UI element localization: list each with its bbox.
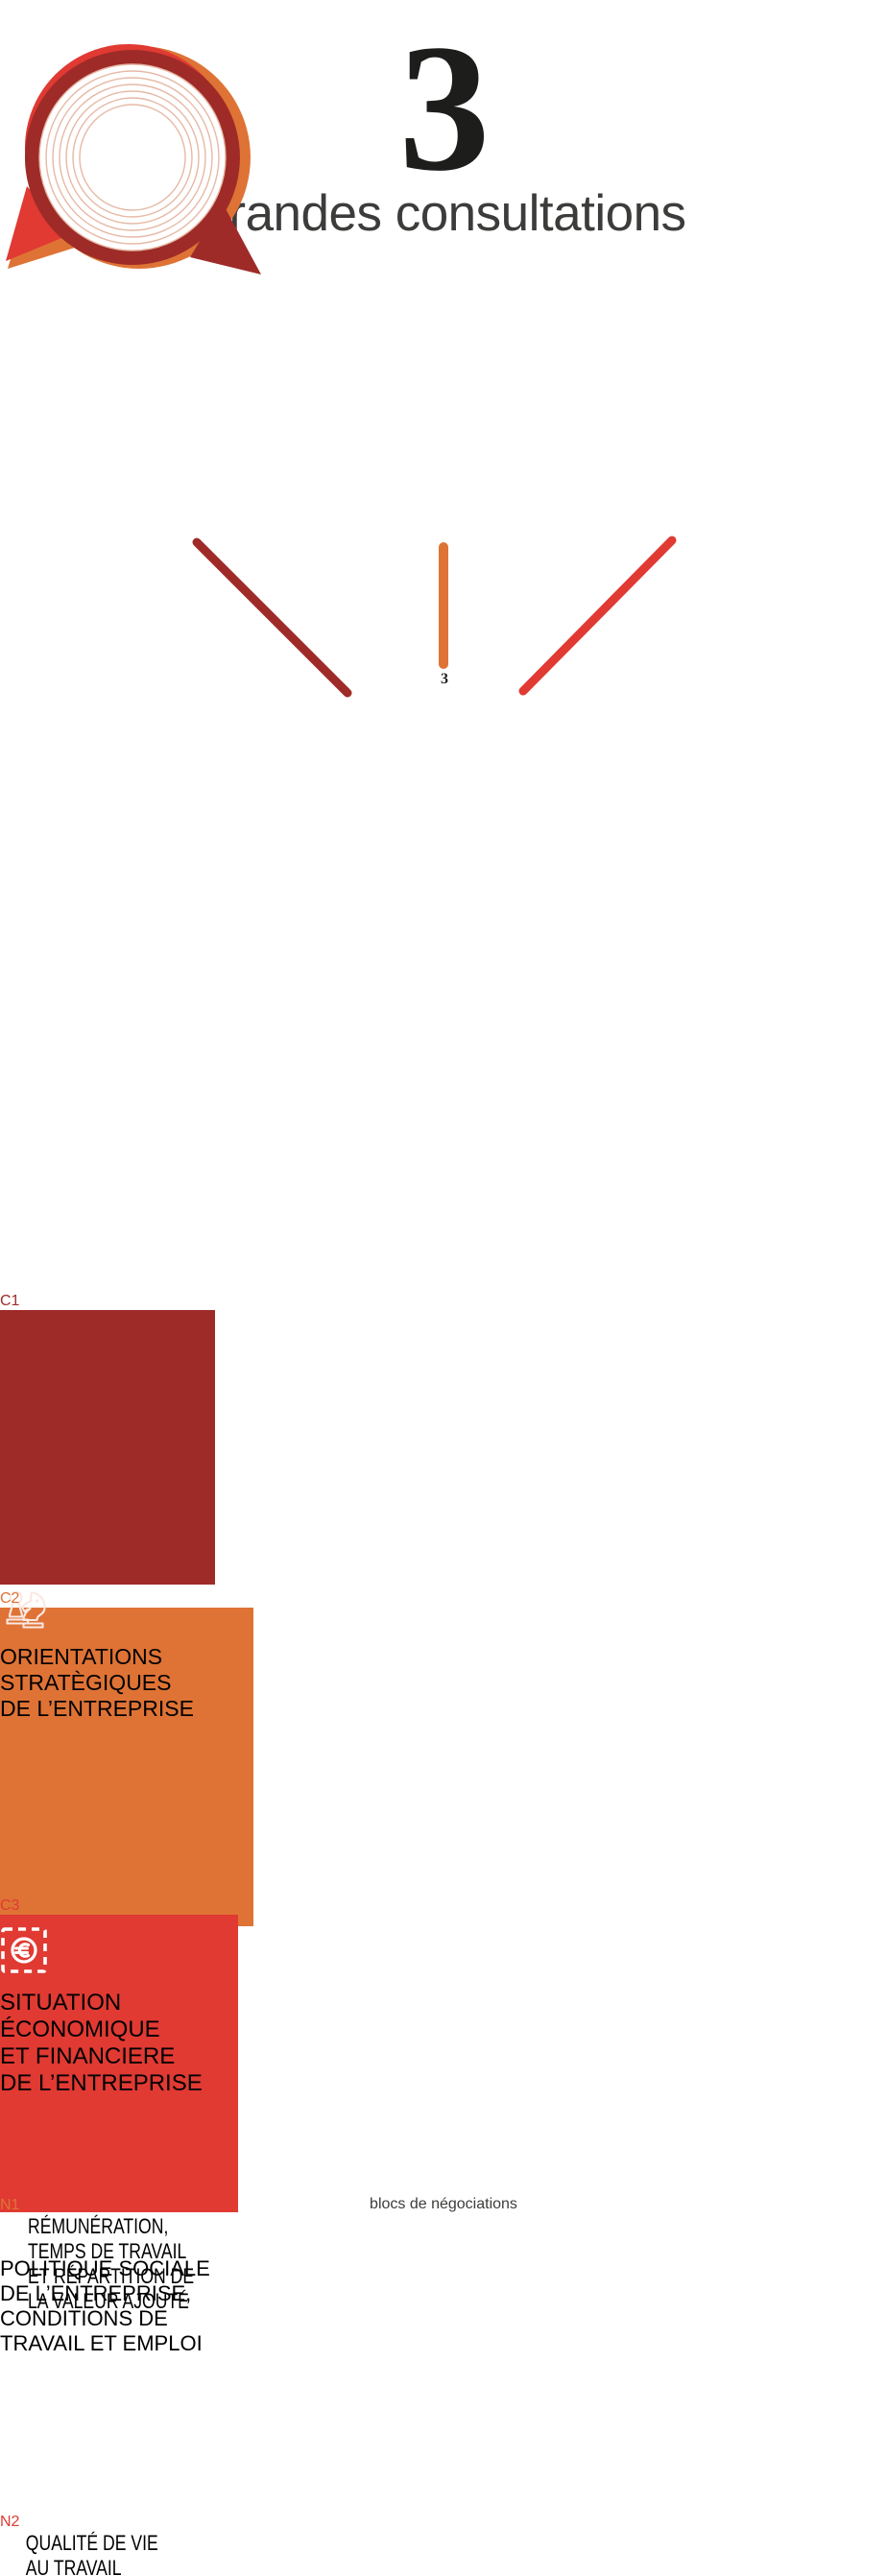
chess-knight-icon [0,1590,52,1638]
node-label-c1: C1 [0,1293,20,1309]
bubble-shape-n3 [24,50,261,274]
connector-c1 [192,537,352,698]
top-headline: grandes consultations [201,185,686,242]
bottom-numeral: 3 [441,671,448,687]
euro-dashed-box-icon [0,1927,48,1978]
consultation-node-c1[interactable]: C1 [0,1293,215,1721]
bottom-headline: blocs de négociations [370,2196,517,2212]
connector-c3 [518,536,677,696]
node-label-c3: C3 [0,1897,20,1914]
node-text-n1: RÉMUNÉRATION, TEMPS DE TRAVAIL ET RÉPART… [28,2214,195,2313]
connector-lines [192,536,677,698]
concentric-rings-c2 [0,1608,234,1842]
icon-cap-c1 [0,1510,215,1585]
top-numeral: 3 [398,8,491,209]
node-label-n2: N2 [0,2514,20,2530]
negociation-node-n2[interactable]: N2 QUALITÉ DE VIE AU TRAVAIL ET ÉGALITÉ … [0,44,257,2576]
node-text-n2: QUALITÉ DE VIE AU TRAVAIL ET ÉGALITÉ PRO… [25,2531,158,2576]
concentric-rings-c1 [0,1310,200,1510]
consultation-disc-c1: ORIENTATIONS STRATÈGIQUES DE L’ENTREPRIS… [0,1310,215,1721]
